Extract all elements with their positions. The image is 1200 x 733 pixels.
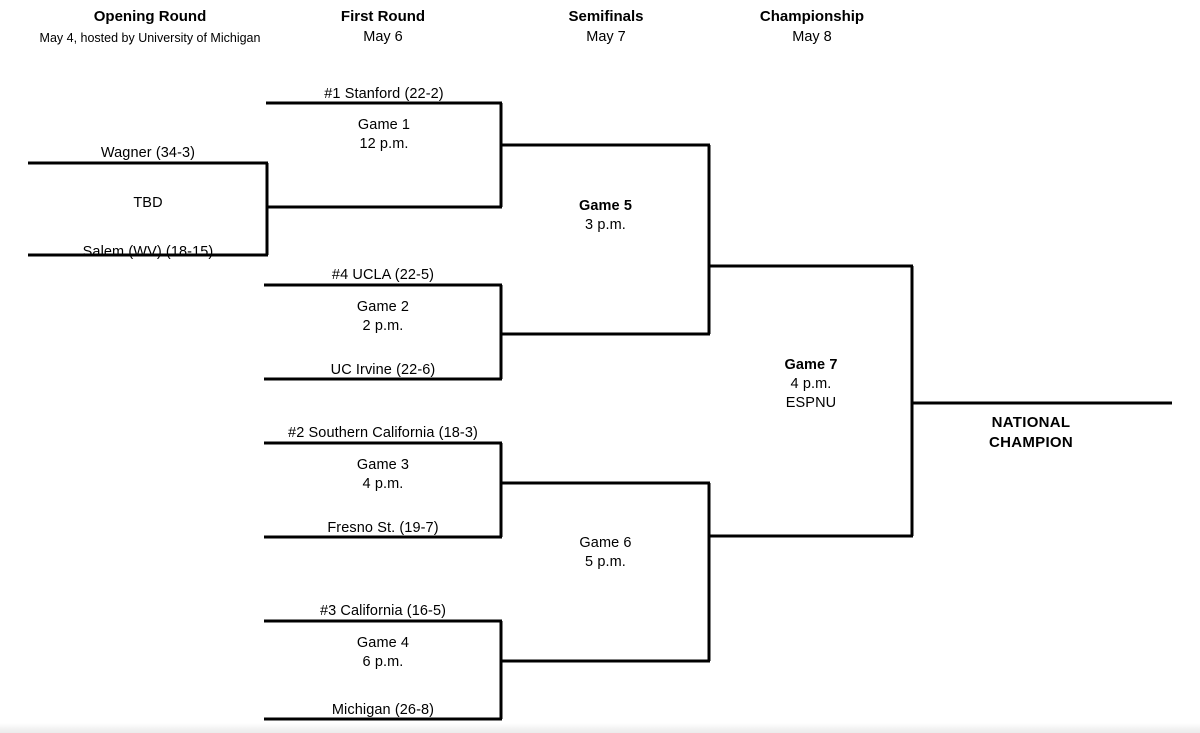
game-3-bottom-team[interactable]: Fresno St. (19-7) xyxy=(327,520,439,536)
opening-round-top-team[interactable]: Wagner (34-3) xyxy=(100,145,196,161)
game-3-top-team[interactable]: #2 Southern California (18-3) xyxy=(288,425,478,441)
game-4-bottom-team[interactable]: Michigan (26-8) xyxy=(331,702,435,718)
game-7-time: 4 p.m. xyxy=(790,376,832,393)
header-date: May 6 xyxy=(363,29,403,45)
game-6-label[interactable]: Game 6 5 p.m. xyxy=(501,534,710,572)
game-7-label[interactable]: Game 7 4 p.m. ESPNU xyxy=(709,356,913,413)
game-5-name: Game 5 xyxy=(579,198,632,214)
game-4-name: Game 4 xyxy=(356,635,410,651)
national-champion-label: NATIONAL CHAMPION xyxy=(912,413,1150,454)
game-7-network: ESPNU xyxy=(785,395,837,412)
header-title: Semifinals xyxy=(568,8,644,25)
game-2-bottom-team[interactable]: UC Irvine (22-6) xyxy=(330,362,436,378)
game-1-top-team[interactable]: #1 Stanford (22-2) xyxy=(324,86,444,102)
game-3-label[interactable]: Game 3 4 p.m. xyxy=(264,456,502,494)
header-opening-round: Opening Round May 4, hosted by Universit… xyxy=(0,8,310,45)
game-4-time: 6 p.m. xyxy=(362,654,404,671)
game-1-name: Game 1 xyxy=(357,117,411,133)
game-6-time: 5 p.m. xyxy=(585,554,626,571)
header-title: Opening Round xyxy=(93,8,207,25)
game-3-name: Game 3 xyxy=(356,457,410,473)
game-1-label[interactable]: Game 1 12 p.m. xyxy=(266,116,502,154)
header-title: Championship xyxy=(759,8,865,25)
game-4-top-team[interactable]: #3 California (16-5) xyxy=(319,603,447,619)
game-5-label[interactable]: Game 5 3 p.m. xyxy=(501,197,710,235)
header-date: May 4, hosted by University of Michigan xyxy=(39,31,261,45)
game-1-time: 12 p.m. xyxy=(359,136,409,153)
game-5-time: 3 p.m. xyxy=(585,217,626,234)
game-2-label[interactable]: Game 2 2 p.m. xyxy=(264,298,502,336)
game-2-name: Game 2 xyxy=(356,299,410,315)
header-semifinals: Semifinals May 7 xyxy=(446,8,766,45)
opening-round-bottom-team[interactable]: Salem (WV) (18-15) xyxy=(82,244,214,260)
header-title: First Round xyxy=(340,8,426,25)
game-2-top-team[interactable]: #4 UCLA (22-5) xyxy=(331,267,435,283)
game-6-name: Game 6 xyxy=(579,535,632,551)
champion-line-1: NATIONAL xyxy=(991,414,1071,431)
game-2-time: 2 p.m. xyxy=(362,318,404,335)
game-7-name: Game 7 xyxy=(784,357,838,373)
header-date: May 7 xyxy=(586,29,626,45)
header-date: May 8 xyxy=(792,29,832,45)
game-3-time: 4 p.m. xyxy=(362,476,404,493)
opening-round-game-label[interactable]: TBD xyxy=(133,195,163,211)
champion-line-2: CHAMPION xyxy=(988,434,1074,452)
footer-strip xyxy=(0,723,1200,733)
header-championship: Championship May 8 xyxy=(652,8,972,45)
game-4-label[interactable]: Game 4 6 p.m. xyxy=(264,634,502,672)
header-first-round: First Round May 6 xyxy=(223,8,543,45)
